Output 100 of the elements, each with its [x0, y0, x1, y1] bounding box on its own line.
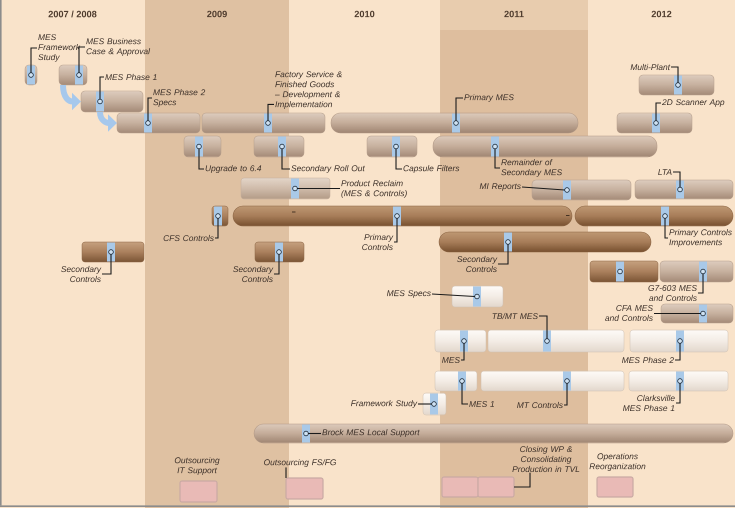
- year-heading: 2011: [504, 10, 524, 18]
- leader-line: [461, 383, 468, 405]
- timeline-bar: [660, 304, 734, 324]
- timeline-bar: [232, 206, 572, 226]
- milestone-label: TB/MT MES: [492, 312, 538, 320]
- milestone-label: Secondary Roll Out: [291, 165, 366, 173]
- timeline-bar: [184, 136, 222, 158]
- milestone-label: 2D Scanner App: [662, 99, 724, 107]
- timeline-bar: [660, 260, 734, 282]
- leader-line: [522, 186, 565, 191]
- milestone-label: Primary Controls Improvements: [669, 229, 732, 247]
- timeline-bar: [438, 232, 652, 252]
- year-heading: 2010: [354, 10, 374, 18]
- timeline-bar: [638, 74, 714, 96]
- timeline-bar: [254, 424, 734, 444]
- timeline-bar: [366, 136, 418, 158]
- timeline-bar: [58, 64, 88, 86]
- milestone-label: Secondary Controls: [457, 256, 498, 272]
- leader-line: [698, 274, 704, 294]
- leader-line: [664, 218, 668, 239]
- timeline-bar: [590, 260, 658, 282]
- timeline-bar: [574, 206, 734, 226]
- milestone-label: Brock MES Local Support: [322, 429, 420, 437]
- milestone-label: G7-603 MES and Controls: [648, 285, 697, 301]
- milestone-label: MI Reports: [480, 183, 521, 191]
- milestone-label: MES Specs: [386, 290, 431, 298]
- leader-line: [418, 403, 432, 405]
- activity-box: [285, 477, 324, 500]
- leader-line: [461, 343, 465, 361]
- timeline-bar: [422, 392, 446, 416]
- milestone-label: Secondary Controls: [61, 266, 102, 282]
- leader-line: [514, 472, 531, 488]
- milestone-label: Clarksville MES Phase 1: [622, 394, 675, 412]
- timeline-bar: [532, 180, 632, 200]
- activity-box: [477, 476, 515, 498]
- leader-line: [655, 102, 661, 121]
- leader-line: [455, 97, 463, 121]
- leader-line: [539, 315, 548, 339]
- milestone-label: Remainder of Secondary MES: [501, 159, 562, 177]
- leader-line: [297, 188, 340, 190]
- leader-line: [102, 254, 112, 275]
- milestone-label: Closing WP & Consolidating Production in TVL: [512, 446, 580, 472]
- milestone-label: MES Business Case & Approval: [86, 38, 150, 56]
- leader-line: [274, 254, 280, 275]
- milestone-label: Factory Service & Finished Goods – Development & Implementation: [274, 71, 342, 109]
- leader-line: [394, 218, 398, 243]
- timeline-bar: [432, 136, 658, 158]
- timeline-bar: [330, 112, 578, 134]
- leader-line: [308, 432, 321, 434]
- timeline-bar: [480, 370, 624, 392]
- leader-line: [30, 47, 37, 73]
- milestone-label: Product Reclaim (MES & Controls): [341, 180, 407, 198]
- activity-label: Operations Reorganization: [590, 453, 646, 471]
- timeline-bar: [254, 136, 304, 158]
- milestone-label: MES 1: [469, 401, 494, 407]
- timeline-bar: [82, 242, 144, 262]
- timeline-bar: [116, 112, 200, 134]
- timeline-bar: [630, 330, 728, 352]
- timeline-bar: [452, 286, 504, 308]
- leader-line: [285, 467, 287, 478]
- timeline-bar: [212, 206, 228, 226]
- timeline-bar: [616, 112, 692, 134]
- leader-line: [395, 148, 402, 170]
- leader-line: [564, 383, 568, 406]
- leader-line: [676, 383, 681, 404]
- timeline-bar: [202, 112, 326, 134]
- milestone-label: MES Phase 1: [105, 74, 157, 80]
- year-heading: 2007 / 2008: [48, 10, 96, 18]
- milestone-label: MES Phase 2: [622, 356, 674, 364]
- leader-line: [675, 343, 681, 361]
- leader-line: [673, 171, 681, 188]
- year-heading: 2012: [652, 10, 672, 18]
- timeline-bar: [434, 370, 478, 392]
- timeline-bar: [628, 370, 728, 392]
- leader-line: [99, 76, 104, 100]
- leader-line: [494, 148, 500, 169]
- milestone-label: Secondary Controls: [233, 266, 274, 282]
- milestone-label: CFA MES and Controls: [605, 305, 653, 321]
- leader-line: [281, 148, 290, 170]
- year-heading: 2009: [207, 10, 227, 18]
- activity-label: Outsourcing IT Support: [174, 457, 220, 475]
- leader-line: [432, 293, 475, 298]
- leader-line: [267, 104, 274, 121]
- leader-line: [215, 218, 219, 239]
- milestone-label: Outsourcing FS/FG: [264, 459, 336, 467]
- milestone-label: Capsule Filters: [403, 165, 460, 173]
- milestone-label: MES Framework Study: [38, 34, 80, 62]
- milestone-label: LTA: [658, 169, 672, 175]
- milestone-label: Multi-Plant: [630, 64, 670, 70]
- timeline-bar: [634, 180, 734, 200]
- milestone-label: MES: [442, 357, 460, 363]
- milestone-label: Upgrade to 6.4: [206, 165, 262, 173]
- milestone-label: MT Controls: [517, 402, 563, 408]
- timeline-bar: [434, 330, 486, 352]
- leader-line: [78, 46, 85, 73]
- milestone-label: Primary Controls: [362, 234, 394, 250]
- milestone-label: Framework Study: [350, 400, 418, 408]
- timeline-bar: [254, 242, 304, 262]
- leader-line: [671, 66, 679, 83]
- timeline-bar: [80, 90, 144, 112]
